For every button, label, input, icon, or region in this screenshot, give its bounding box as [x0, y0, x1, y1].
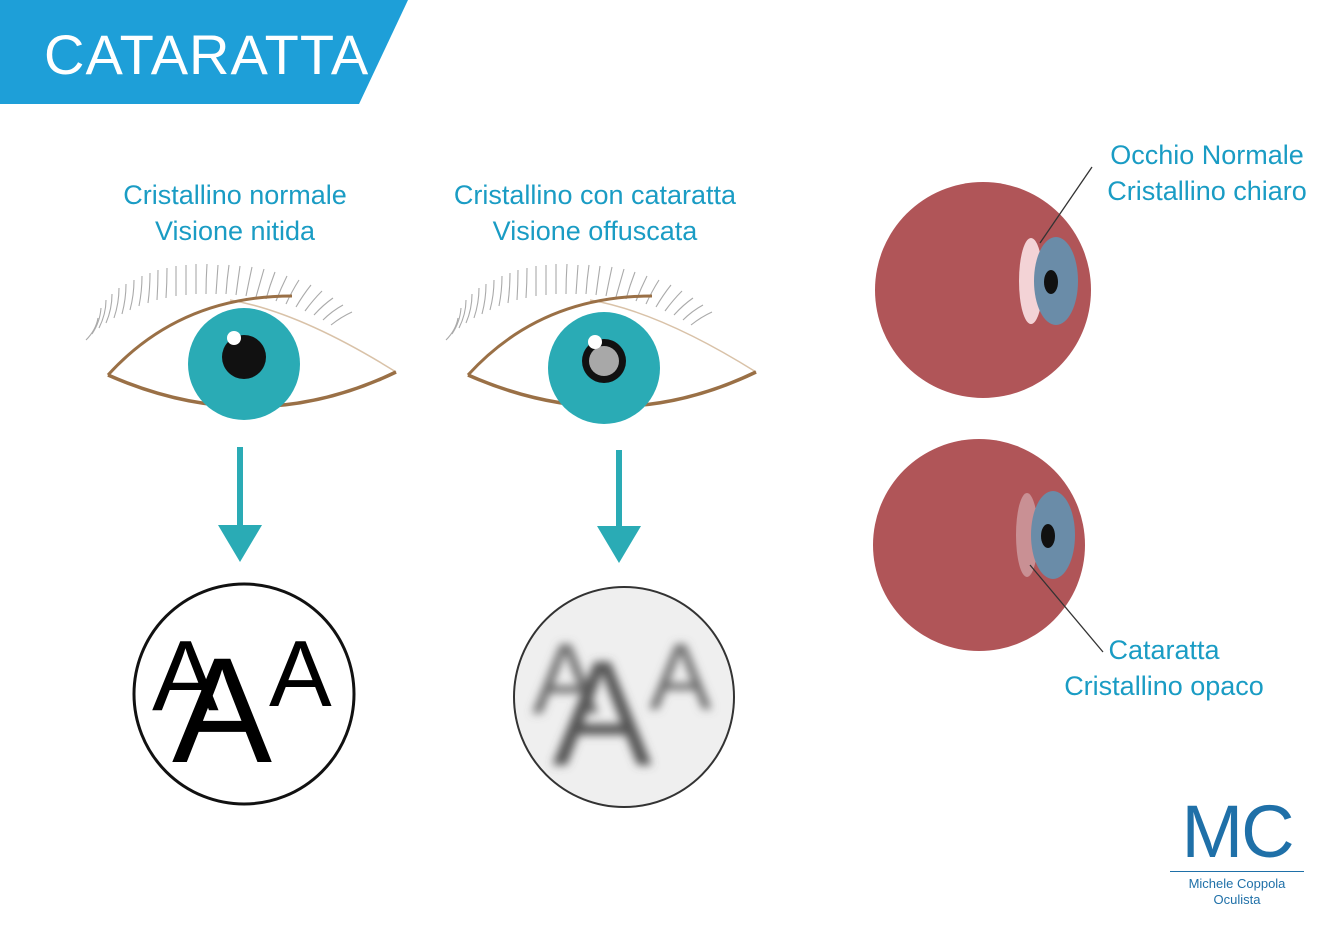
logo-mark: MC	[1181, 790, 1294, 873]
svg-text:A: A	[269, 621, 332, 726]
eyeball-cataract-icon	[873, 439, 1104, 653]
label-cataract-eye-line2: Cristallino opaco	[1064, 671, 1264, 701]
eyeball-normal-icon	[875, 166, 1093, 398]
caption-normal-line1: Cristallino normale	[123, 180, 347, 210]
eyelashes-normal	[85, 263, 353, 341]
caption-normal-line2: Visione nitida	[154, 216, 316, 246]
arrow-down-icon	[597, 450, 641, 563]
caption-cataract-line1: Cristallino con cataratta	[453, 180, 737, 210]
title-banner	[0, 0, 408, 104]
caption-normal: Cristallino normale Visione nitida	[117, 177, 353, 249]
brand-logo: MC Michele Coppola Oculista	[1170, 795, 1304, 908]
svg-text:A: A	[172, 626, 272, 794]
label-cataract-eye: Cataratta Cristallino opaco	[1058, 632, 1270, 704]
label-normal-eye-line1: Occhio Normale	[1110, 140, 1304, 170]
svg-text:A: A	[152, 620, 219, 732]
label-cataract-eye-line1: Cataratta	[1108, 635, 1220, 665]
page-title: CATARATTA	[44, 23, 370, 86]
label-normal-eye: Occhio Normale Cristallino chiaro	[1100, 137, 1314, 209]
eyelashes-cataract	[445, 263, 713, 341]
caption-cataract-line2: Visione offuscata	[492, 216, 698, 246]
blurred-letters: A A A	[532, 623, 712, 797]
svg-text:A: A	[649, 624, 712, 729]
sharp-letters: A A A	[152, 620, 332, 794]
caption-cataract: Cristallino con cataratta Visione offusc…	[446, 177, 744, 249]
logo-profession: Oculista	[1213, 892, 1261, 907]
svg-text:A: A	[532, 623, 599, 735]
vision-sharp: A A A	[132, 582, 356, 806]
arrow-down-icon	[218, 447, 262, 562]
label-normal-eye-line2: Cristallino chiaro	[1107, 176, 1307, 206]
logo-name: Michele Coppola	[1188, 876, 1286, 891]
eye-normal-icon	[85, 263, 397, 420]
logo-divider	[1170, 871, 1304, 872]
svg-text:A: A	[552, 629, 652, 797]
eye-cataract-icon	[445, 263, 757, 424]
vision-blurred: A A A	[513, 586, 735, 808]
